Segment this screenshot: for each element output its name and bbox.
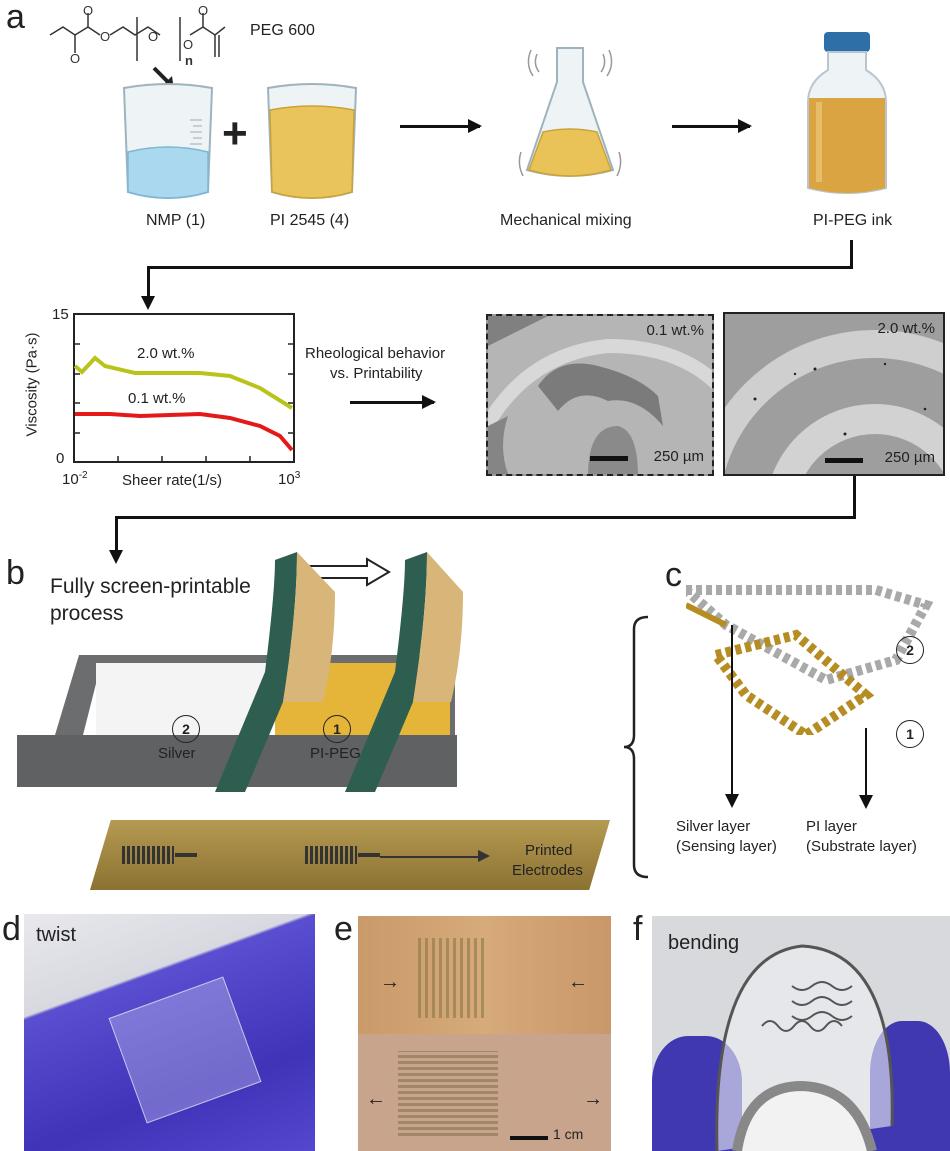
process-title-line1: Fully screen-printable xyxy=(50,575,251,598)
pipeg-label: PI-PEG xyxy=(310,745,361,762)
svg-text:O: O xyxy=(100,29,110,44)
bent-film xyxy=(715,944,894,1151)
panel-letter-d: d xyxy=(2,910,21,948)
scale-bar xyxy=(510,1136,548,1140)
sensor-compressed xyxy=(418,938,488,1018)
micrograph-label: 0.1 wt.% xyxy=(646,322,704,339)
panel-letter-e: e xyxy=(334,910,353,948)
bending-label: bending xyxy=(668,932,740,954)
connector-line xyxy=(115,516,856,519)
svg-text:n: n xyxy=(185,53,193,65)
silver-step-badge: 2 xyxy=(172,715,200,743)
bracket-icon xyxy=(623,615,649,879)
layer-2-badge: 2 xyxy=(896,636,924,664)
twist-photo: twist xyxy=(24,914,315,1151)
pointer-arrowhead-icon xyxy=(478,850,490,862)
compress-arrow-left-icon: ← xyxy=(568,971,588,993)
mechanical-mixing-label: Mechanical mixing xyxy=(500,212,632,229)
connector-line xyxy=(853,476,856,518)
arrow-to-mixing xyxy=(400,119,482,133)
squeegee-icons xyxy=(215,552,463,792)
svg-text:O: O xyxy=(148,29,158,44)
process-title-line2: process xyxy=(50,602,124,625)
series-label-2wt: 2.0 wt.% xyxy=(137,345,195,362)
electrode-lead xyxy=(358,853,380,857)
arrow-to-micrographs xyxy=(350,395,436,409)
rheology-caption-line2: vs. Printability xyxy=(330,365,423,382)
stretched-skin xyxy=(358,1034,611,1151)
viscosity-chart: 15 0 10-2 103 Sheer rate(1/s) Viscosity … xyxy=(0,300,310,500)
series-label-01wt: 0.1 wt.% xyxy=(128,390,186,407)
scale-bar xyxy=(590,456,628,461)
svg-text:O: O xyxy=(183,37,193,52)
compress-arrow-right-icon: → xyxy=(380,971,400,993)
layered-serpentine-mesh xyxy=(686,585,934,735)
pipeg-step-badge: 1 xyxy=(323,715,351,743)
arrow-down-icon xyxy=(725,794,739,808)
svg-text:O: O xyxy=(83,5,93,18)
x-axis-label: Sheer rate(1/s) xyxy=(122,472,223,489)
arrow-to-ink xyxy=(672,119,752,133)
electrodes-pointer-line xyxy=(380,856,480,858)
svg-text:O: O xyxy=(70,51,80,65)
flexible-sensor xyxy=(108,976,262,1124)
nmp-label: NMP (1) xyxy=(146,212,206,229)
pi-peg-ink-bottle-icon xyxy=(807,32,887,194)
printed-electrode xyxy=(305,846,357,864)
y-axis-label: Viscosity (Pa·s) xyxy=(23,332,41,437)
stretch-arrow-left-icon: ← xyxy=(366,1088,386,1110)
scale-label: 1 cm xyxy=(553,1126,584,1142)
rheology-caption-line1: Rheological behavior xyxy=(305,345,446,362)
pi-2545-label: PI 2545 (4) xyxy=(270,212,350,229)
silver-layer-line1: Silver layer xyxy=(676,818,751,835)
connector-line xyxy=(147,266,150,296)
scale-bar xyxy=(825,458,863,463)
nmp-beaker-icon xyxy=(122,83,214,199)
stretch-arrow-right-icon: → xyxy=(583,1088,603,1110)
pi-peg-ink-label: PI-PEG ink xyxy=(813,212,893,229)
plus-sign: + xyxy=(222,109,248,158)
connector-line xyxy=(115,516,118,551)
pi-layer-line1: PI layer xyxy=(806,818,857,835)
pi-beaker-icon xyxy=(266,83,358,199)
printed-electrodes-line1: Printed xyxy=(525,842,573,859)
y-tick-min: 0 xyxy=(56,450,65,467)
micrograph-2wt: 2.0 wt.% 250 µm xyxy=(723,312,945,476)
x-tick-min: 10-2 xyxy=(62,470,88,488)
panel-letter-f: f xyxy=(633,910,643,948)
printed-electrode xyxy=(122,846,174,864)
twist-label: twist xyxy=(36,924,76,946)
panel-letter-a: a xyxy=(6,0,25,36)
peg-600-label: PEG 600 xyxy=(250,22,315,39)
x-tick-max: 103 xyxy=(278,470,301,488)
micrograph-label: 2.0 wt.% xyxy=(877,320,935,337)
silver-layer-pointer xyxy=(731,625,733,795)
arrow-down-icon xyxy=(141,296,155,310)
scale-label: 250 µm xyxy=(653,448,704,465)
panel-letter-c: c xyxy=(665,556,682,594)
silver-layer-line2: (Sensing layer) xyxy=(676,838,777,855)
arrow-down-icon xyxy=(859,795,873,809)
mixing-flask-icon xyxy=(518,47,622,177)
peg-molecule-structure: O O O O O O n xyxy=(49,5,226,65)
arrow-down-icon xyxy=(109,550,123,564)
skin-stretch-photo: → ← ← → 1 cm xyxy=(358,916,611,1151)
y-tick-max: 15 xyxy=(52,306,69,323)
pi-layer-pointer xyxy=(865,728,867,798)
sensor-stretched xyxy=(398,1051,498,1136)
silver-label: Silver xyxy=(158,745,196,762)
printed-electrodes-line2: Electrodes xyxy=(512,862,583,879)
electrode-lead xyxy=(175,853,197,857)
scale-label: 250 µm xyxy=(884,449,935,466)
panel-letter-b: b xyxy=(6,554,25,592)
connector-line xyxy=(147,266,853,269)
bending-photo: bending xyxy=(652,916,950,1151)
layer-1-badge: 1 xyxy=(896,720,924,748)
svg-text:O: O xyxy=(198,5,208,18)
connector-line xyxy=(850,240,853,268)
pi-layer-line2: (Substrate layer) xyxy=(806,838,917,855)
micrograph-01wt: 0.1 wt.% 250 µm xyxy=(486,314,714,476)
